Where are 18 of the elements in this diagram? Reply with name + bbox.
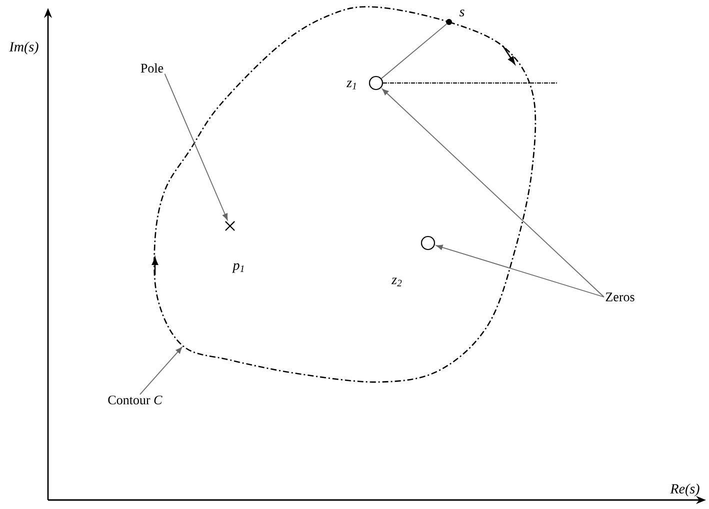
symbol-label: z$_{2}$ [391,278,402,286]
symbol-label: s [459,10,464,16]
label-text: Contour C [108,396,162,404]
connector-line [380,24,447,79]
axis-label: Im(s) [9,42,38,54]
label-text: Zeros [606,292,634,302]
point-marker [446,19,452,25]
arrow [382,88,604,298]
arrow [164,73,228,220]
zero-marker [420,236,436,250]
pole-marker [224,220,236,232]
arrow [436,244,604,298]
symbol-label: p$_{1}$ [232,263,244,273]
symbol-label: z$_{1}$ [346,80,356,90]
arrow [140,346,182,395]
zero-marker [368,76,384,90]
label-text: Pole [140,63,164,73]
axis-label: Re(s) [670,484,700,496]
